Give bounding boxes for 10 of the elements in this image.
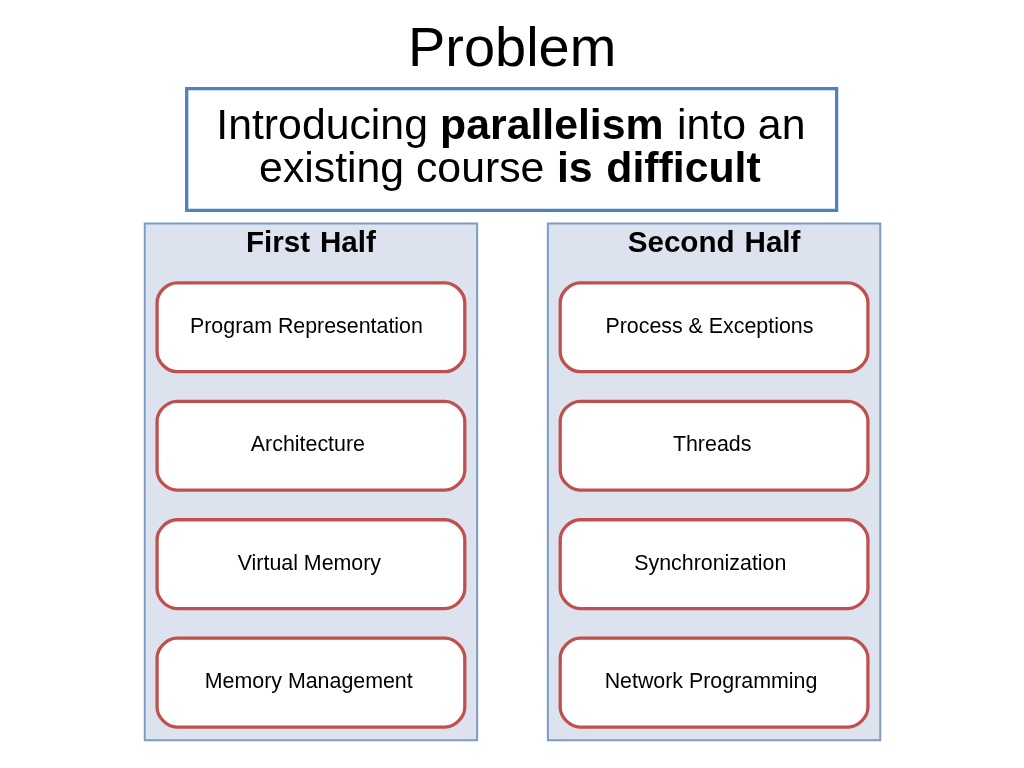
node-box: Introducing parallelism into an existing course is difficult bbox=[184, 87, 838, 213]
diagram-title: Problem bbox=[407, 14, 616, 78]
node-box: Threads bbox=[558, 399, 870, 492]
node-box: Process & Exceptions bbox=[558, 281, 870, 374]
node-box: Network Programming bbox=[558, 636, 870, 729]
node-box: Synchronization bbox=[558, 518, 870, 611]
node-box: Architecture bbox=[154, 399, 466, 492]
node-box: Virtual Memory bbox=[154, 518, 466, 611]
node-box: Memory Management bbox=[154, 636, 466, 729]
node-box: Program Representation bbox=[154, 281, 466, 374]
